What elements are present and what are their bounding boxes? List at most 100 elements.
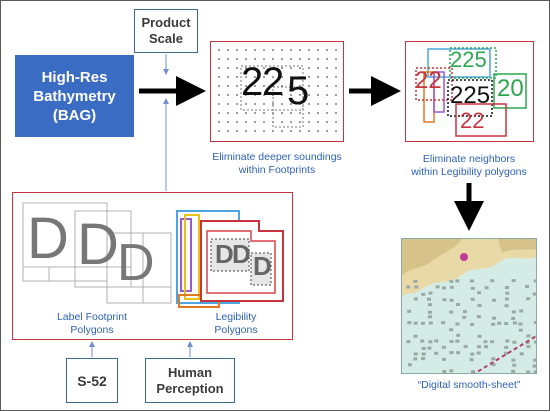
map-sounding-mark bbox=[505, 291, 510, 295]
map-sounding-mark bbox=[491, 316, 496, 320]
grid-dot bbox=[227, 94, 229, 96]
grid-dot bbox=[218, 130, 220, 132]
neighbor-sounding-left: 22 bbox=[415, 67, 442, 94]
map-sounding-mark bbox=[441, 321, 446, 325]
grid-dot bbox=[317, 121, 319, 123]
grid-dot bbox=[317, 67, 319, 69]
grid-dot bbox=[281, 121, 283, 123]
neighbor-sounding-mid: 225 bbox=[450, 82, 491, 109]
grid-dot bbox=[335, 49, 337, 51]
grid-dot bbox=[254, 49, 256, 51]
step1-caption-line1: Eliminate deeper soundings bbox=[212, 151, 342, 163]
grid-dot bbox=[317, 94, 319, 96]
grid-dot bbox=[245, 103, 247, 105]
grid-dot bbox=[290, 67, 292, 69]
map-sounding-mark bbox=[533, 370, 536, 373]
map-sounding-mark bbox=[476, 315, 481, 319]
map-sounding-mark bbox=[456, 333, 461, 337]
map-sounding-mark bbox=[505, 339, 510, 343]
grid-dot bbox=[227, 58, 229, 60]
grid-dot bbox=[335, 58, 337, 60]
grid-dot bbox=[263, 58, 265, 60]
footprint-outline bbox=[240, 65, 304, 111]
grid-dot bbox=[218, 76, 220, 78]
grid-dot bbox=[245, 49, 247, 51]
bag-label-line3: (BAG) bbox=[52, 106, 97, 124]
map-sounding-mark bbox=[490, 340, 495, 344]
output-caption: “Digital smooth-sheet” bbox=[397, 379, 541, 392]
grid-dot bbox=[236, 112, 238, 114]
map-sounding-mark bbox=[525, 285, 530, 289]
grid-dot bbox=[308, 103, 310, 105]
product-scale-line2: Scale bbox=[149, 31, 183, 46]
grid-dot bbox=[236, 121, 238, 123]
map-sounding-mark bbox=[449, 369, 454, 373]
grid-dot bbox=[335, 121, 337, 123]
map-sounding-mark bbox=[470, 297, 475, 301]
grid-dot bbox=[281, 49, 283, 51]
grid-dot bbox=[272, 58, 274, 60]
map-sounding-mark bbox=[449, 340, 454, 344]
map-sounding-mark bbox=[533, 321, 536, 325]
map-sounding-mark bbox=[420, 339, 425, 343]
grid-dot bbox=[299, 94, 301, 96]
grid-dot bbox=[254, 130, 256, 132]
grid-dot bbox=[335, 76, 337, 78]
grid-dot bbox=[263, 76, 265, 78]
grid-dot bbox=[290, 121, 292, 123]
map-sounding-mark bbox=[449, 351, 454, 355]
map-sounding-mark bbox=[470, 286, 475, 290]
grid-dot bbox=[245, 121, 247, 123]
map-sounding-mark bbox=[511, 316, 516, 320]
map-sounding-mark bbox=[533, 340, 536, 344]
grid-dot bbox=[317, 103, 319, 105]
map-sounding-mark bbox=[413, 334, 418, 338]
map-sounding-mark bbox=[455, 339, 460, 343]
grid-dot bbox=[227, 103, 229, 105]
grid-dot bbox=[263, 121, 265, 123]
map-sounding-mark bbox=[491, 357, 496, 361]
legibility-caption: Legibility Polygons bbox=[191, 311, 281, 337]
map-sounding-mark bbox=[462, 310, 467, 314]
map-sounding-mark bbox=[421, 292, 426, 296]
neighbors-panel: 225 22 225 20 22 bbox=[405, 41, 534, 142]
map-sounding-mark bbox=[532, 292, 536, 296]
map-sounding-mark bbox=[519, 309, 524, 313]
grid-dot bbox=[236, 94, 238, 96]
grid-dot bbox=[299, 130, 301, 132]
grid-dot bbox=[272, 103, 274, 105]
grid-dot bbox=[254, 76, 256, 78]
sounding-grid bbox=[218, 49, 337, 132]
grid-dot bbox=[263, 94, 265, 96]
map-sounding-mark bbox=[449, 328, 454, 332]
map-sounding-mark bbox=[413, 321, 418, 325]
human-perception-line1: Human bbox=[167, 364, 213, 380]
human-perception-line2: Perception bbox=[156, 380, 224, 396]
output-caption-text: “Digital smooth-sheet” bbox=[417, 379, 521, 391]
map-sounding-mark bbox=[484, 286, 489, 290]
map-sounding-mark bbox=[456, 351, 461, 355]
map-sounding-mark bbox=[455, 322, 460, 326]
grid-dot bbox=[308, 85, 310, 87]
map-sounding-mark bbox=[462, 315, 467, 319]
footprint-letter: D bbox=[77, 212, 119, 277]
grid-dot bbox=[299, 121, 301, 123]
grid-dot bbox=[254, 58, 256, 60]
grid-dot bbox=[236, 76, 238, 78]
grid-dot bbox=[290, 94, 292, 96]
legibility-overlay bbox=[415, 47, 527, 137]
legibility-caption-line2: Polygons bbox=[214, 324, 258, 336]
map-sounding-mark bbox=[449, 310, 454, 314]
grid-dot bbox=[290, 49, 292, 51]
grid-dot bbox=[335, 94, 337, 96]
step2-caption-line1: Eliminate neighbors bbox=[422, 153, 516, 165]
footprint-letter: D bbox=[117, 234, 155, 292]
map-sounding-mark bbox=[476, 345, 481, 349]
map-sounding-mark bbox=[413, 352, 418, 356]
step1-caption: Eliminate deeper soundings within Footpr… bbox=[197, 151, 357, 177]
grid-dot bbox=[299, 67, 301, 69]
grid-dot bbox=[227, 130, 229, 132]
sounding-digit: 2 bbox=[241, 60, 263, 104]
grid-dot bbox=[317, 85, 319, 87]
grid-dot bbox=[245, 76, 247, 78]
